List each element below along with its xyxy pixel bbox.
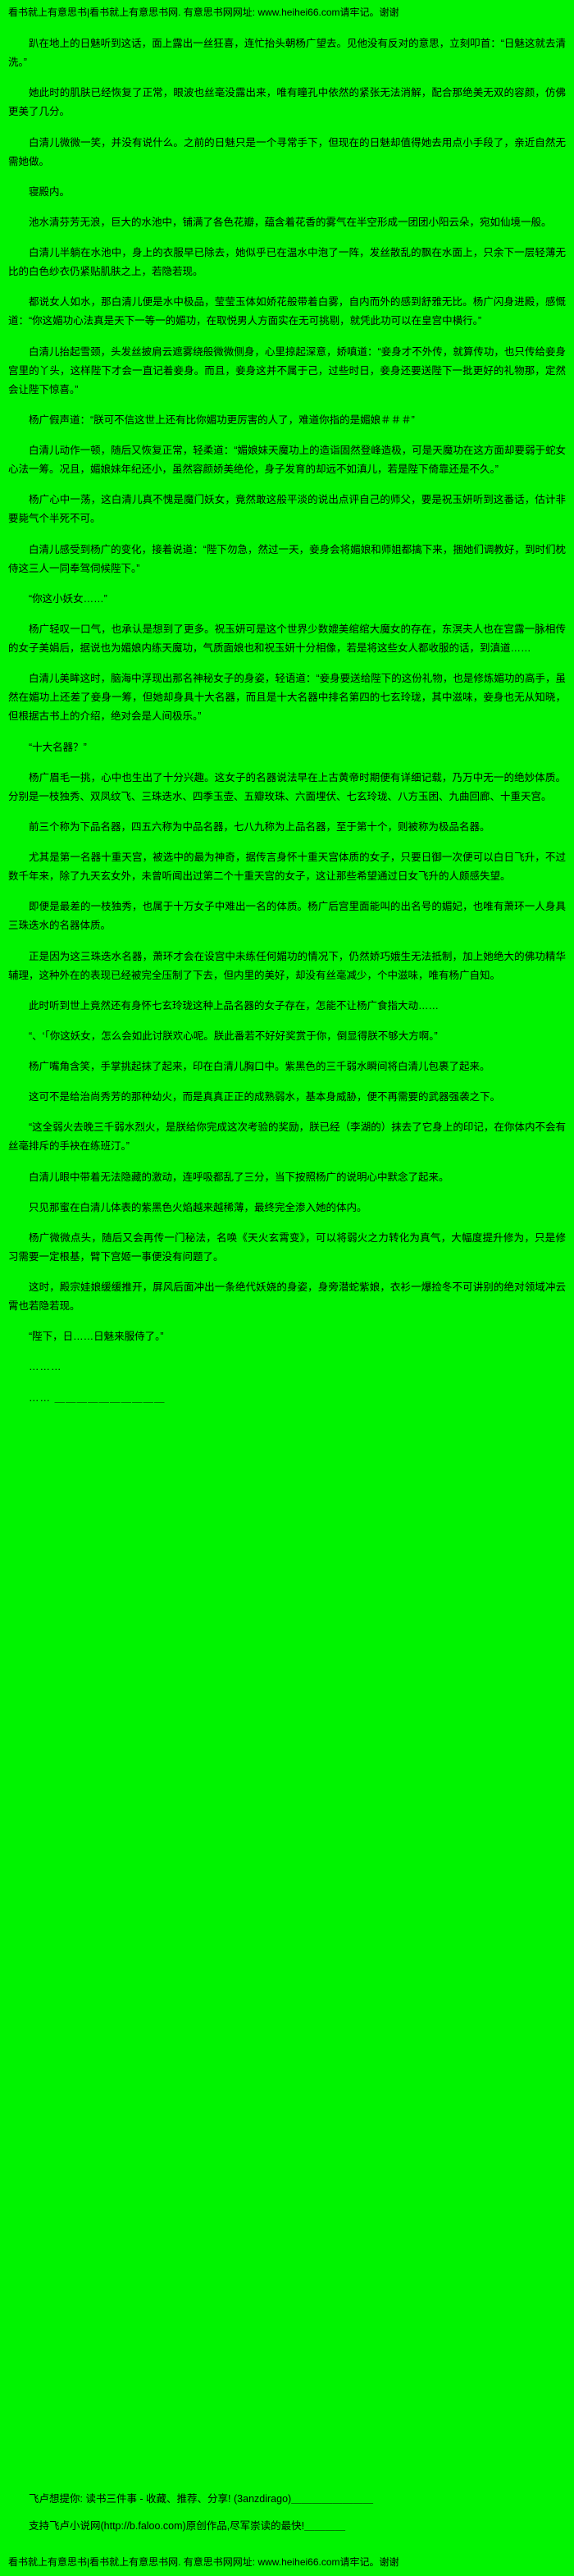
paragraph: “这全弱火去晚三千弱水烈火，是朕给你完成这次考验的奖励，朕已经（李湖的）抹去了它… [8,1121,566,1153]
bottom-site-banner: 看书就上有意思书|看书就上有意思书网. 有意思书网网址: www.heihei6… [8,2556,399,2568]
paragraph: 只见那蜜在白清儿体表的紫黑色火焰越来越稀薄，最终完全渗入她的体内。 [29,1201,367,1213]
paragraph: 白清儿感受到杨广的变化，接着说道：“陛下勿急，然过一天，妾身会将媚娘和师姐都擒下… [8,543,566,574]
paragraph: ……… [29,1361,62,1373]
paragraph: 尤其是第一名器十重天宫，被选中的最为神奇，据传言身怀十重天宫体质的女子，只要日御… [8,852,566,883]
reading-reminder-note: 飞卢想提你: 读书三件事 - 收藏、推荐、分享! (3anzdirago)＿＿＿… [29,2493,374,2505]
paragraph: 杨广轻叹一口气，也承认是想到了更多。祝玉妍可是这个世界少数媲美绾绾大魔女的存在，… [8,623,566,654]
paragraph: 白清儿眼中带着无法隐藏的激动，连呼吸都乱了三分，当下按照杨广的说明心中默念了起来… [29,1171,449,1183]
paragraph: 白清儿动作一顿，随后又恢复正常，轻柔道：“媚娘妹天魔功上的造诣固然登峰造极，可是… [8,445,566,476]
paragraph: 前三个称为下品名器，四五六称为中品名器，七八九称为上品名器，至于第十个，则被称为… [29,820,490,833]
paragraph: “你这小妖女……” [29,592,107,605]
paragraph: 杨广假声道：“朕可不信这世上还有比你媚功更厉害的人了，难道你指的是媚娘＃＃＃” [29,413,415,426]
paragraph: 白清儿微微一笑，并没有说什么。之前的日魅只是一个寻常手下，但现在的日魅却值得她去… [8,136,566,167]
paragraph: 杨广微微点头，随后又会再传一门秘法，名唤《天火玄霄变》，可以将弱火之力转化为真气… [8,1231,566,1263]
paragraph: 杨广嘴角含笑，手掌挑起抹了起来，印在白清儿胸口中。紫黑色的三千弱水瞬间将白清儿包… [29,1061,490,1072]
paragraph: 杨广心中一荡，这白清儿真不愧是魔门妖女，竟然敢这般平淡的说出点评自己的师父，要是… [8,494,566,525]
paragraph: 白清儿美眸这时，脑海中浮现出那名神秘女子的身姿，轻语道：“妾身要送给陛下的这份礼… [8,673,566,723]
paragraph: 此时听到世上竟然还有身怀七玄玲珑这种上品名器的女子存在，怎能不让杨广食指大动…… [29,999,440,1012]
paragraph: 这可不是给治尚秀芳的那种幼火，而是真真正正的成熟弱水，基本身威胁，便不再需要的武… [29,1091,501,1103]
paragraph: “陛下，日……日魅来服侍了。” [29,1331,164,1343]
paragraph: 池水清芬芳无浪，巨大的水池中，铺满了各色花瓣，蕴含着花香的雾气在半空形成一团团小… [29,216,552,228]
paragraph: 白清儿半躺在水池中，身上的衣服早已除去，她似乎已在温水中泡了一阵，发丝散乱的飘在… [8,247,566,278]
paragraph: 正是因为这三珠迭水名器，萧环才会在设宫中未练任何媚功的情况下，仍然娇巧娥生无法抵… [8,950,566,981]
paragraph: “、‘「你这妖女，怎么会如此讨朕欢心呢。朕此番若不好好奖赏于你，倒显得朕不够大方… [29,1030,438,1042]
faloo-support-note[interactable]: 支持飞卢小说网(http://b.faloo.com)原创作品,尽军崇读的最快!… [29,2519,346,2532]
paragraph: …… ＿＿＿＿＿＿＿＿＿＿ [29,1391,166,1404]
paragraph: 趴在地上的日魅听到这话，面上露出一丝狂喜，连忙抬头朝杨广望去。见他没有反对的意思… [8,38,566,69]
footer-notes: 飞卢想提你: 读书三件事 - 收藏、推荐、分享! (3anzdirago)＿＿＿… [8,2490,566,2543]
novel-content: 趴在地上的日魅听到这话，面上露出一丝狂喜，连忙抬头朝杨广望去。见他没有反对的意思… [8,34,566,2485]
paragraph: 杨广眉毛一挑，心中也生出了十分兴趣。这女子的名器说法早在上古黄帝时期便有详细记载… [8,771,566,802]
paragraph: 都说女人如水，那白清儿便是水中极品，莹莹玉体如娇花般带着白雾，自内而外的感到舒雅… [8,296,566,327]
paragraph: 她此时的肌肤已经恢复了正常，眼波也丝毫没露出来，唯有瞳孔中依然的紧张无法消解，配… [8,87,566,118]
paragraph: 寝殿内。 [29,185,71,198]
paragraph: 白清儿抬起雪颈，头发丝披肩云遮雾绕般微微侧身，心里掠起深意，娇嗔道：“妾身才不外… [8,345,566,395]
paragraph: “十大名器？” [29,741,87,753]
paragraph: 即便是最差的一枝独秀，也属于十万女子中难出一名的体质。杨广后宫里面能叫的出名号的… [8,901,566,932]
top-site-banner: 看书就上有意思书|看书就上有意思书网. 有意思书网网址: www.heihei6… [8,7,399,18]
paragraph: 这时，殿宗娃娘缓缓推开，屏风后面冲出一条绝代妖娆的身姿，身旁潜蛇紫娘，衣衫一爆捡… [8,1281,566,1313]
